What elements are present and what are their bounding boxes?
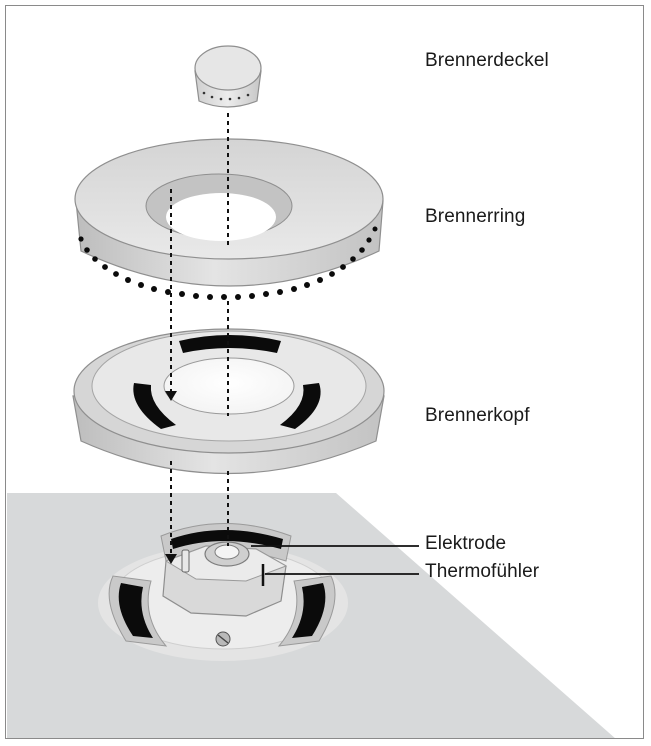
label-burner-ring: Brennerring <box>425 206 526 227</box>
guide-arrow <box>165 391 177 401</box>
label-burner-cap: Brennerdeckel <box>425 50 549 71</box>
flame-ports <box>78 226 378 300</box>
label-electrode: Elektrode <box>425 533 507 554</box>
exploded-burner-illustration <box>7 45 615 738</box>
diagram-frame <box>5 5 644 739</box>
assembly-guide-lines <box>170 113 229 556</box>
burner-ring <box>74 138 384 300</box>
guide-arrow <box>165 554 177 564</box>
label-burner-head: Brennerkopf <box>425 405 530 426</box>
label-thermocouple: Thermofühler <box>425 561 540 582</box>
burner-cap <box>194 45 262 108</box>
